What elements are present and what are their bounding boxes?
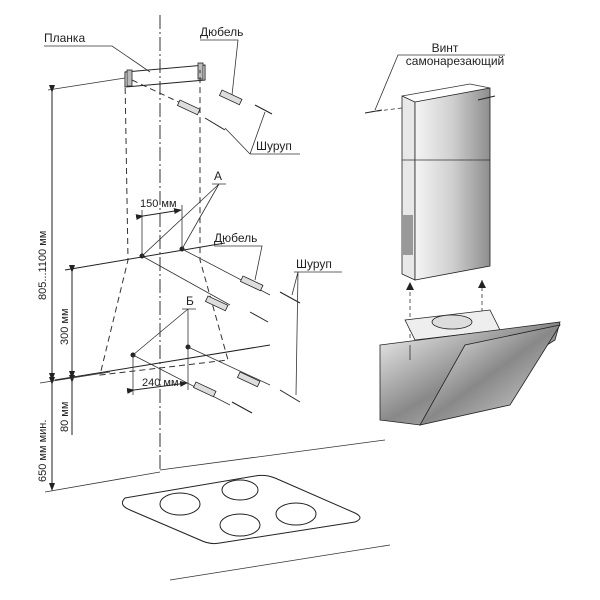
height-805-1100-dimension: 805...1100 мм [37, 231, 49, 300]
vertical-dimensions [39, 77, 161, 493]
screw-top-label: Шуруп [256, 139, 292, 153]
hood-outline-dashed [99, 70, 229, 376]
self-tapping-screw-label-1: Винт [432, 41, 459, 55]
point-b-label: Б [186, 294, 194, 308]
width-240-dimension: 240 мм [142, 377, 179, 389]
mounting-points-b [54, 344, 301, 414]
width-150-dimension: 150 мм [140, 198, 177, 210]
mounting-points-a [64, 242, 271, 306]
height-300-dimension: 300 мм [59, 308, 71, 345]
chimney-assembly [364, 83, 496, 345]
mounting-bracket [124, 62, 206, 88]
point-a-label: А [214, 169, 222, 183]
dowel-mid-label: Дюбель [214, 231, 257, 245]
top-dowels [131, 79, 273, 131]
height-80-dimension: 80 мм [59, 402, 71, 432]
dowel-top-label: Дюбель [200, 25, 243, 39]
height-650-min-dimension: 650 мм мин. [37, 420, 49, 482]
cooker-hood [379, 309, 561, 426]
self-tapping-screw-label-2: самонарезающий [406, 54, 504, 68]
cooktop [121, 439, 391, 581]
bracket-label: Планка [44, 31, 85, 45]
screw-mid-label: Шуруп [296, 257, 332, 271]
middle-dowels [204, 275, 301, 323]
